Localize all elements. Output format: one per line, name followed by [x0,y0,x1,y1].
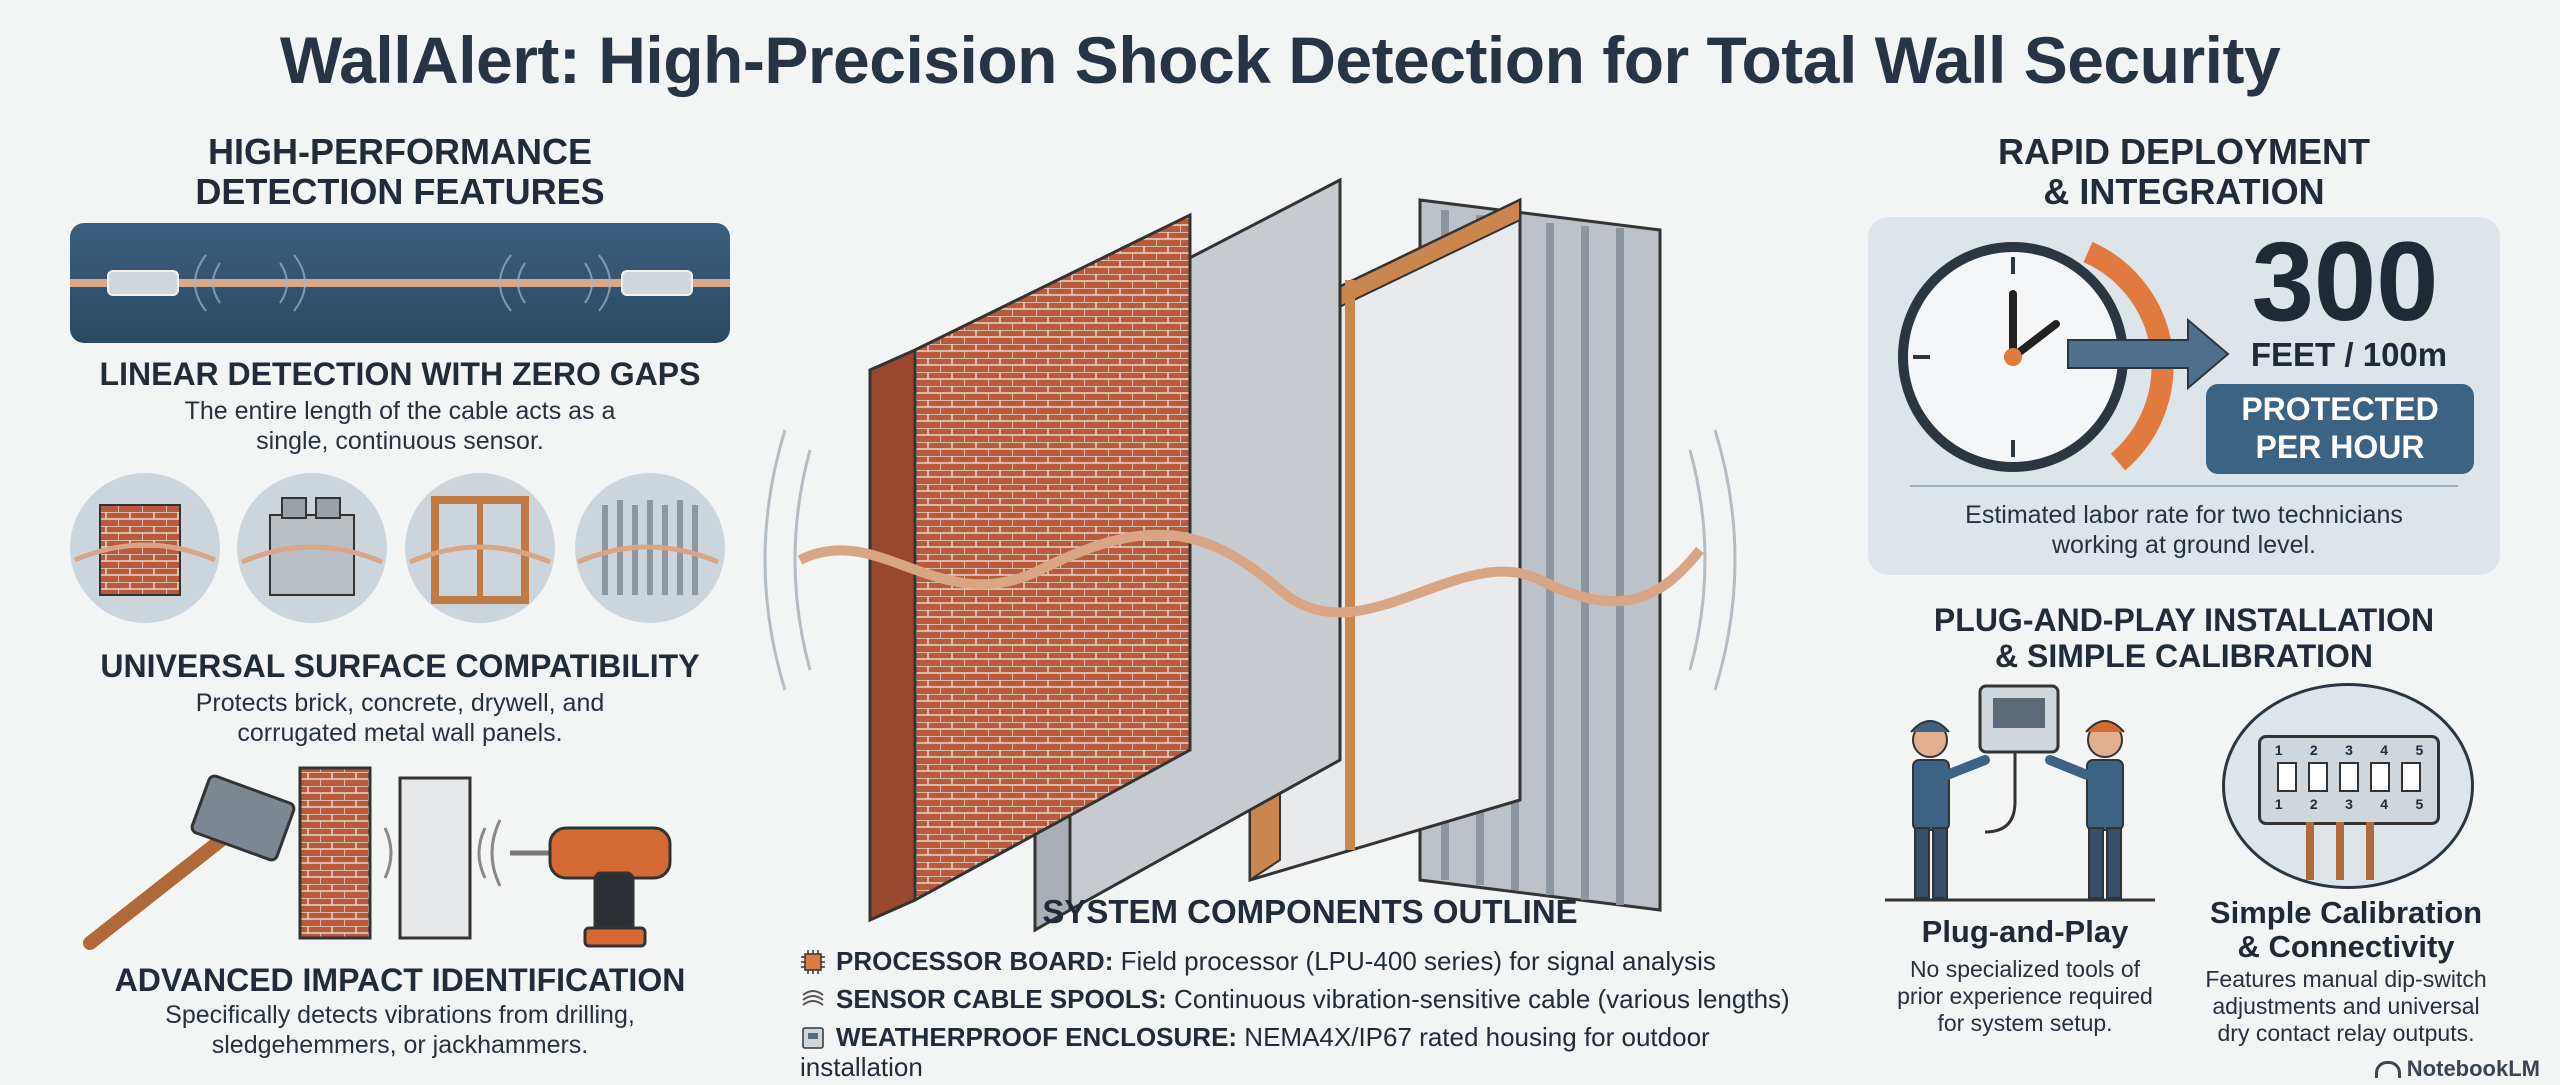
technician-left-icon [1910,720,1990,899]
page-title: WallAlert: High-Precision Shock Detectio… [279,23,2281,97]
unit-label: FEET / 100m [2250,336,2448,373]
dip-num: 3 [2345,796,2353,812]
enclosure-icon [802,1027,824,1049]
plug-desc-line3: for system setup. [1937,1010,2113,1036]
dip-num: 2 [2309,742,2318,758]
corrugated-metal-icon [575,473,725,623]
plug-desc-line1: No specialized tools of [1909,956,2141,982]
component-processor-text: Field processor (LPU-400 series) for sig… [1113,946,1716,976]
dip-num: 5 [2415,796,2424,812]
features-section-heading: HIGH-PERFORMANCE DETECTION FEATURES [90,132,710,212]
feature-impact-desc-line2: sledgehemmers, or jackhammers. [211,1031,589,1059]
plug-heading-line1: PLUG-AND-PLAY INSTALLATION [1933,602,2435,638]
cable-spool-icon [802,990,824,1006]
technician-right-icon [2045,720,2125,899]
feature-surface: UNIVERSAL SURFACE COMPATIBILITY Protects… [70,648,730,748]
calib-desc-line3: dry contact relay outputs. [2217,1020,2475,1046]
feature-surface-heading: UNIVERSAL SURFACE COMPATIBILITY [100,648,700,684]
dip-numbers-top: 1 2 3 4 5 [2261,742,2437,758]
component-cable-label: SENSOR CABLE SPOOLS: [836,984,1167,1014]
calib-title-line1: Simple Calibration [2209,895,2483,930]
plug-title: Plug-and-Play [1921,914,2129,949]
dip-num: 2 [2309,796,2318,812]
sledgehammer-icon [83,774,296,950]
deploy-section-heading: RAPID DEPLOYMENT & INTEGRATION [1868,132,2500,212]
clock-icon [1898,241,2230,472]
relay-wires-icon [2306,822,2374,880]
deploy-note-line1: Estimated labor rate for two technicians [1965,501,2403,529]
dip-num: 4 [2380,742,2389,758]
calib-desc-line2: adjustments and universal [2212,993,2480,1019]
plug-section-heading: PLUG-AND-PLAY INSTALLATION & SIMPLE CALI… [1868,602,2500,674]
dip-switch-icon: 1 2 3 4 5 1 2 3 4 5 [2258,735,2440,825]
impact-tools-illustration [83,766,672,950]
badge-line1: PROTECTED [2241,391,2439,427]
feature-linear: LINEAR DETECTION WITH ZERO GAPS The enti… [70,356,730,456]
dip-num: 1 [2274,796,2283,812]
calib-desc-line1: Features manual dip-switch [2205,966,2487,992]
component-enclosure-text: NEMA4X/IP67 rated housing for outdoor in… [800,1022,1710,1082]
deploy-heading-line1: RAPID DEPLOYMENT [1997,131,2371,172]
chip-icon [801,950,825,974]
concrete-block-icon [237,473,387,623]
vibration-waves-icon [763,429,1737,691]
component-row-enclosure: WEATHERPROOF ENCLOSURE: NEMA4X/IP67 rate… [800,1022,1820,1082]
calib-title-line2: & Connectivity [2237,929,2455,964]
plug-desc-line2: prior experience required [1897,983,2153,1009]
feature-impact-desc-line1: Specifically detects vibrations from dri… [165,1001,635,1029]
badge-line2: PER HOUR [2255,429,2425,465]
surface-samples [70,473,725,623]
component-enclosure-label: WEATHERPROOF ENCLOSURE: [836,1022,1238,1052]
protected-badge: PROTECTED PER HOUR [2206,384,2474,474]
feature-linear-heading: LINEAR DETECTION WITH ZERO GAPS [99,356,701,392]
watermark: NotebookLM [2374,1056,2540,1082]
watermark-text: NotebookLM [2406,1056,2540,1081]
brick-panel-icon [868,212,1192,923]
brick-wall-icon [298,766,372,940]
components-heading: SYSTEM COMPONENTS OUTLINE [1042,893,1578,930]
dip-switch-row [2271,762,2427,792]
dip-num: 1 [2274,742,2283,758]
drywall-frame-icon [405,473,555,623]
component-row-processor: PROCESSOR BOARD: Field processor (LPU-40… [800,946,1820,976]
panel-divider [1910,485,2458,487]
feature-impact-heading: ADVANCED IMPACT IDENTIFICATION [114,962,686,998]
sensor-cable-line [797,529,1704,618]
technicians-illustration [1885,684,2155,902]
features-heading-line1: HIGH-PERFORMANCE [208,131,592,172]
notebooklm-logo-icon [2374,1061,2401,1078]
features-heading-line2: DETECTION FEATURES [195,171,605,212]
dip-num: 3 [2345,742,2353,758]
plug-heading-line2: & SIMPLE CALIBRATION [1994,638,2374,674]
dip-num: 4 [2380,796,2389,812]
sensor-cable-icon [70,254,730,312]
big-number: 300 [2251,219,2439,344]
feature-surface-desc-line1: Protects brick, concrete, drywell, and [195,689,605,717]
power-drill-icon [510,826,672,948]
component-processor-label: PROCESSOR BOARD: [836,946,1114,976]
plug-card: Plug-and-Play No specialized tools of pr… [1880,914,2170,1037]
feature-linear-desc-line2: single, continuous sensor. [256,427,544,455]
feature-linear-desc-line1: The entire length of the cable acts as a [184,397,616,425]
deploy-heading-line2: & INTEGRATION [2043,171,2325,212]
component-cable-text: Continuous vibration-sensitive cable (va… [1166,984,1790,1014]
feature-surface-desc-line2: corrugated metal wall panels. [237,719,563,747]
component-row-cable: SENSOR CABLE SPOOLS: Continuous vibratio… [800,984,1820,1014]
deploy-note: Estimated labor rate for two technicians… [1868,500,2500,560]
cable-banner [70,223,730,343]
dip-numbers-bottom: 1 2 3 4 5 [2261,796,2437,812]
deploy-note-line2: working at ground level. [2051,531,2317,559]
wall-layers-illustration [763,177,1737,933]
brick-sample-icon [70,473,220,623]
feature-impact: ADVANCED IMPACT IDENTIFICATION Specifica… [70,962,730,1060]
dip-num: 5 [2415,742,2424,758]
drywall-panel-icon [398,776,472,940]
calib-card: Simple Calibration & Connectivity Featur… [2186,896,2506,1047]
